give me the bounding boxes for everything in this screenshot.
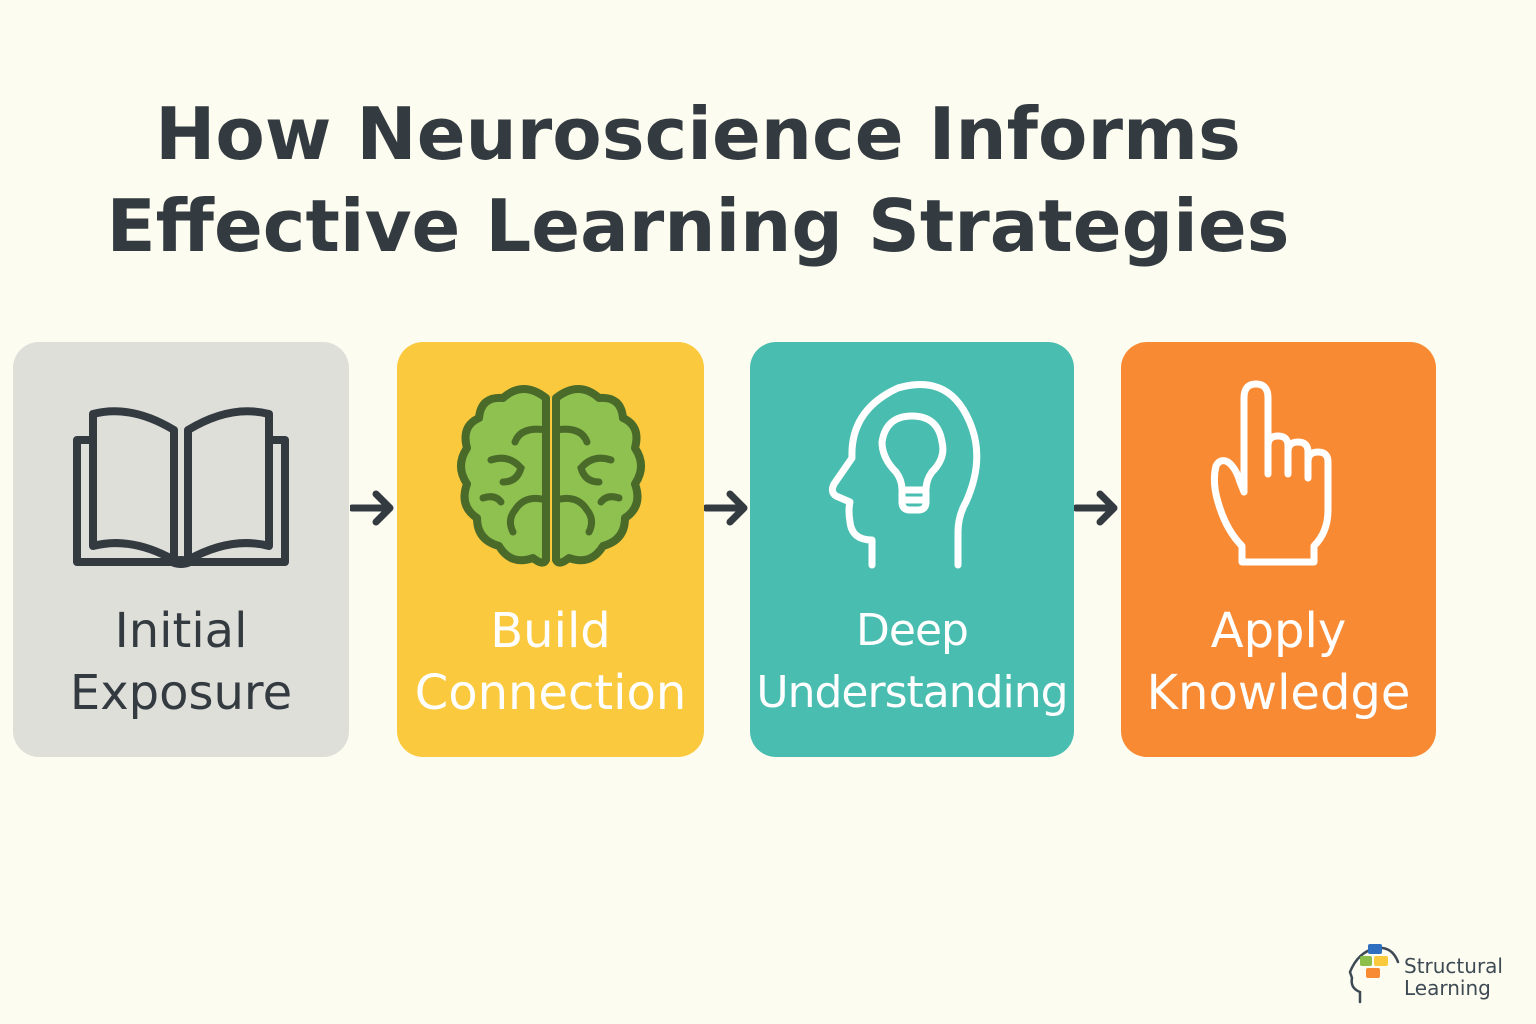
open-book-icon [13, 370, 349, 610]
diagram-title: How Neuroscience Informs Effective Learn… [0, 88, 1396, 272]
logo-head-icon [1348, 944, 1400, 1004]
head-lightbulb-icon [750, 370, 1074, 610]
arrow-right-icon [1074, 490, 1118, 526]
structural-learning-logo: Structural Learning [1346, 942, 1516, 1006]
pointing-hand-icon [1121, 370, 1436, 610]
arrow-right-icon [704, 490, 748, 526]
logo-text: Structural Learning [1404, 954, 1503, 1000]
step-label: Deep Understanding [756, 605, 1068, 718]
step-label: Build Connection [414, 603, 687, 721]
step-card-initial-exposure: Initial Exposure [13, 342, 349, 757]
title-line-1: How Neuroscience Informs [155, 92, 1241, 176]
step-label: Apply Knowledge [1146, 603, 1411, 721]
step-card-apply-knowledge: Apply Knowledge [1121, 342, 1436, 757]
arrow-right-icon [350, 490, 394, 526]
title-line-2: Effective Learning Strategies [106, 184, 1290, 268]
brain-icon [397, 370, 704, 610]
step-label: Initial Exposure [69, 603, 293, 721]
step-card-build-connection: Build Connection [397, 342, 704, 757]
step-card-deep-understanding: Deep Understanding [750, 342, 1074, 757]
